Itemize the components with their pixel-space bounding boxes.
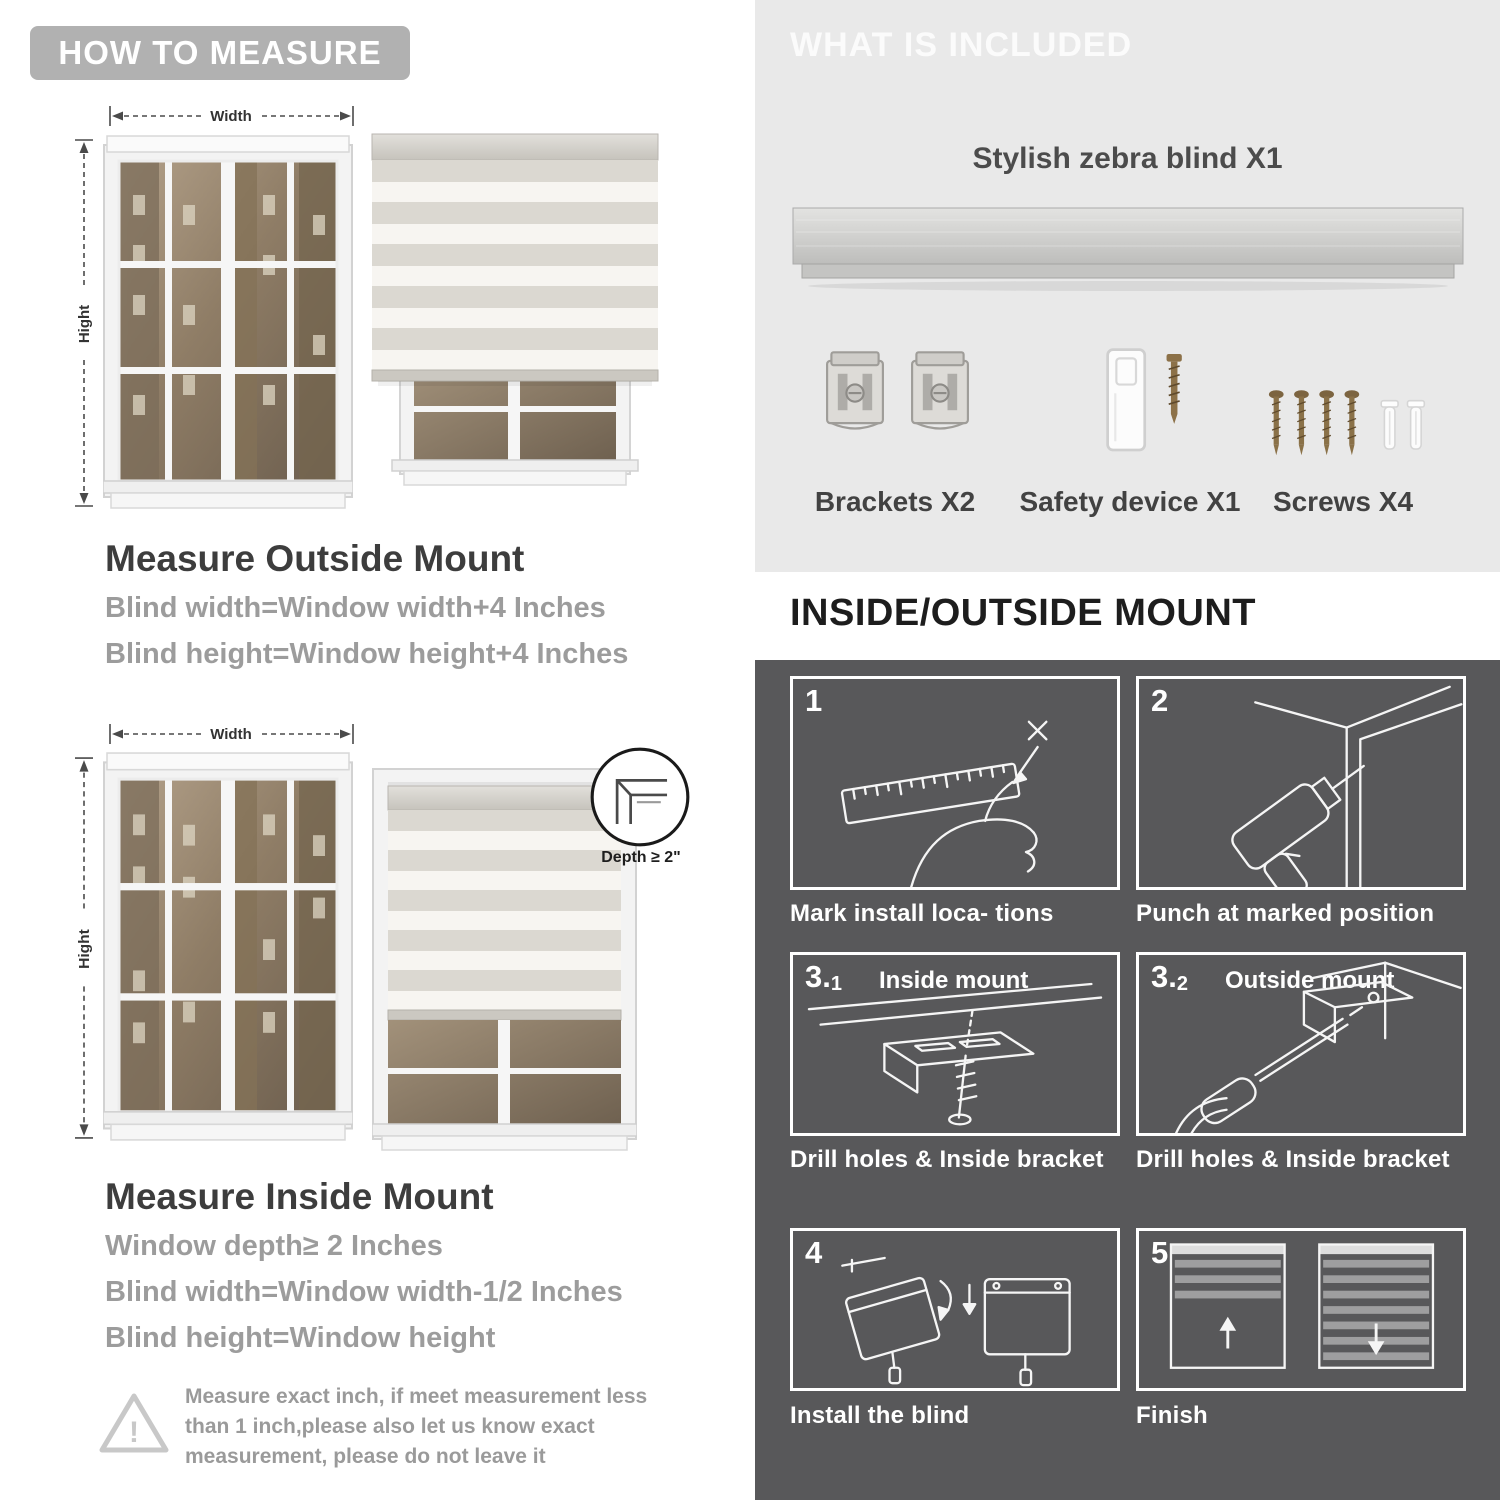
- depth-label: Depth ≥ 2": [601, 849, 681, 866]
- inside-spec-height: Blind height=Window height: [105, 1322, 496, 1354]
- mount-heading-strip: [755, 572, 1500, 660]
- step-card-4: 4: [790, 1228, 1120, 1391]
- headrail-image: [792, 207, 1464, 291]
- step-3-2-title: Outside mount: [1225, 967, 1395, 994]
- safety-device-icon: [1106, 348, 1182, 452]
- step-1-number: 1: [805, 683, 823, 718]
- height-label-inside: Hight: [76, 929, 93, 969]
- mount-steps-panel: [755, 660, 1500, 1500]
- height-arrow-inside: Hight: [75, 757, 93, 1139]
- outside-mount-title: Measure Outside Mount: [105, 538, 525, 579]
- safety-device-label: Safety device X1: [1019, 486, 1241, 517]
- step-3-2-number: 3.2: [1151, 959, 1188, 995]
- step-2-caption: Punch at marked position: [1136, 900, 1435, 927]
- step-3-1-number: 3.1: [805, 959, 842, 995]
- bracket-icon-2: [911, 351, 969, 430]
- screws-label: Screws X4: [1272, 486, 1414, 517]
- step-3-2-art: [1175, 961, 1462, 1133]
- step-card-3-1: 3.1 Inside mount: [790, 952, 1120, 1136]
- screws-icon: [1268, 390, 1426, 456]
- outside-spec-width: Blind width=Window width+4 Inches: [105, 592, 606, 624]
- step-1-caption: Mark install loca- tions: [790, 900, 1054, 927]
- zebra-blind-illustration-outside: [371, 133, 659, 486]
- window-illustration-inside: [103, 752, 353, 1141]
- what-is-included-header: WHAT IS INCLUDED: [790, 26, 1133, 64]
- step-card-2: 2: [1136, 676, 1466, 890]
- warning-mark: !: [129, 1416, 139, 1449]
- what-is-included-panel: [755, 0, 1500, 572]
- inside-mount-title: Measure Inside Mount: [105, 1176, 494, 1217]
- height-arrow-outside: Hight: [75, 139, 93, 507]
- step-3-2-caption: Drill holes & Inside bracket: [1136, 1146, 1450, 1173]
- step-4-art: [841, 1256, 1071, 1387]
- brackets-label: Brackets X2: [814, 486, 976, 517]
- mount-header: INSIDE/OUTSIDE MOUNT: [790, 592, 1257, 634]
- step-4-caption: Install the blind: [790, 1402, 970, 1429]
- step-2-number: 2: [1151, 683, 1169, 718]
- width-arrow-outside: Width: [109, 106, 354, 126]
- step-2-art: [1231, 685, 1463, 887]
- window-illustration-outside: [103, 135, 353, 509]
- width-label-inside: Width: [210, 726, 252, 743]
- inside-spec-width: Blind width=Window width-1/2 Inches: [105, 1276, 623, 1308]
- zebra-blind-illustration-inside: [372, 768, 637, 1151]
- outside-spec-height: Blind height=Window height+4 Inches: [105, 638, 629, 670]
- width-label-outside: Width: [210, 108, 252, 125]
- zebra-blind-label: Stylish zebra blind X1: [972, 142, 1283, 175]
- step-3-1-caption: Drill holes & Inside bracket: [790, 1146, 1104, 1173]
- step-card-1: 1: [790, 676, 1120, 890]
- step-5-art: [1169, 1243, 1435, 1369]
- depth-callout-icon: [590, 747, 690, 847]
- inside-spec-depth: Window depth≥ 2 Inches: [105, 1230, 443, 1262]
- step-card-3-2: 3.2 Outside mount: [1136, 952, 1466, 1136]
- bracket-icon-1: [826, 351, 884, 430]
- step-5-caption: Finish: [1136, 1402, 1208, 1429]
- step-3-1-title: Inside mount: [879, 967, 1029, 994]
- measure-note: Measure exact inch, if meet measurement …: [185, 1385, 648, 1468]
- warning-icon: !: [99, 1393, 169, 1453]
- step-3-1-art: [807, 982, 1103, 1126]
- height-label-outside: Hight: [76, 305, 93, 343]
- step-1-art: [840, 720, 1048, 887]
- width-arrow-inside: Width: [109, 724, 354, 744]
- step-card-5: 5: [1136, 1228, 1466, 1391]
- step-4-number: 4: [805, 1235, 823, 1270]
- how-to-measure-header: HOW TO MEASURE: [30, 26, 410, 80]
- step-5-number: 5: [1151, 1235, 1169, 1270]
